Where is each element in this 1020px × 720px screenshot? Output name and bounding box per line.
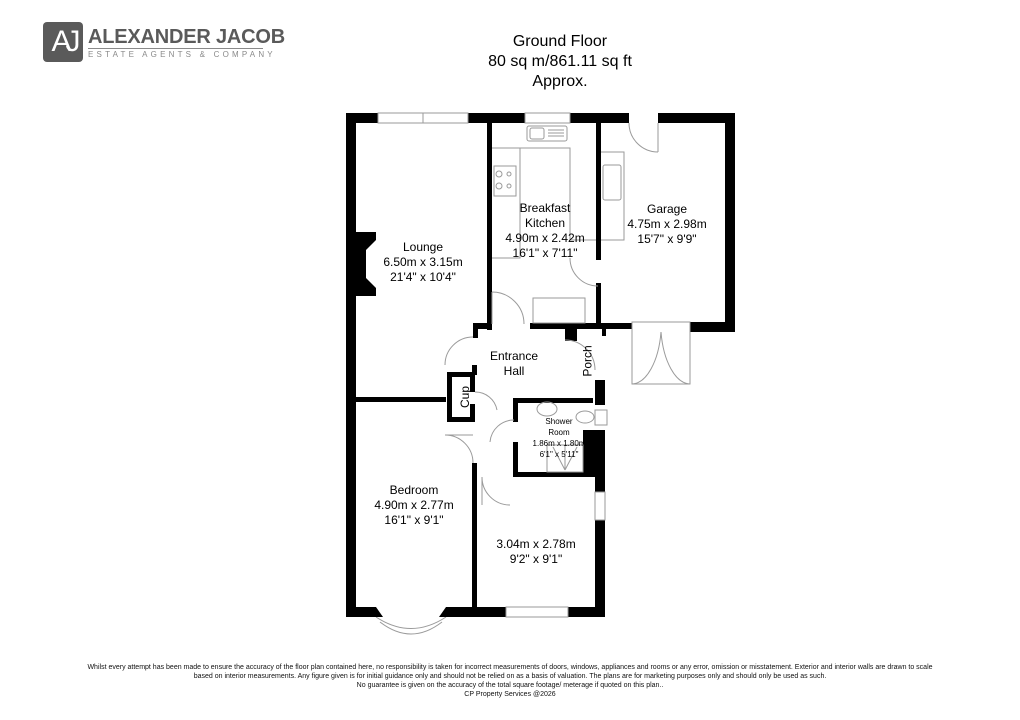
room-metric: 6.50m x 3.15m (383, 255, 463, 269)
room-metric: 1.86m x 1.80m (532, 439, 586, 448)
logo-company-name: ALEXANDER JACOB (88, 26, 286, 48)
disclaimer: Whilst every attempt has been made to en… (40, 663, 980, 699)
floor-name: Ground Floor (512, 33, 608, 50)
room-bedroom-2: 3.04m x 2.78m 9'2" x 9'1" (496, 537, 575, 567)
room-cupboard: Cup (458, 385, 473, 409)
room-name: Garage (646, 202, 688, 216)
disclaimer-line: No guarantee is given on the accuracy of… (356, 682, 664, 689)
fixtures (375, 112, 691, 635)
logo-monogram: AJ (43, 22, 83, 62)
room-porch: Porch (580, 345, 595, 377)
copyright: CP Property Services @2026 (464, 691, 556, 698)
room-shower-room: Shower Room 1.86m x 1.80m 6'1" x 5'11" (533, 416, 586, 460)
room-entrance-hall: Entrance Hall (490, 349, 538, 379)
disclaimer-line: based on interior measurements. Any figu… (193, 673, 827, 680)
room-breakfast-kitchen: Breakfast Kitchen 4.90m x 2.42m 16'1" x … (505, 201, 584, 261)
disclaimer-line: Whilst every attempt has been made to en… (87, 664, 933, 671)
floor-area: 80 sq m/861.11 sq ft (488, 53, 632, 70)
room-lounge: Lounge 6.50m x 3.15m 21'4" x 10'4" (383, 240, 462, 285)
room-name: Bedroom (389, 483, 439, 497)
room-name: Hall (503, 364, 525, 378)
room-name: Shower (545, 417, 573, 426)
room-imperial: 21'4" x 10'4" (390, 270, 456, 284)
logo-tagline: ESTATE AGENTS & COMPANY (88, 50, 276, 59)
room-imperial: 16'1" x 9'1" (384, 513, 444, 527)
approx-label: Approx. (532, 73, 588, 90)
company-logo: AJ ALEXANDER JACOB ESTATE AGENTS & COMPA… (43, 22, 285, 68)
logo-divider (88, 48, 263, 49)
floor-title-block: Ground Floor 80 sq m/861.11 sq ft Approx… (440, 32, 680, 92)
room-name: Entrance (489, 349, 539, 363)
room-name: Breakfast (519, 201, 571, 215)
room-name: Room (548, 428, 570, 437)
room-imperial: 6'1" x 5'11" (539, 450, 579, 459)
room-garage: Garage 4.75m x 2.98m 15'7" x 9'9" (627, 202, 706, 247)
room-name: Kitchen (524, 216, 566, 230)
room-metric: 4.90m x 2.42m (505, 231, 585, 245)
room-imperial: 16'1" x 7'11" (512, 246, 578, 260)
room-metric: 4.75m x 2.98m (627, 217, 707, 231)
walls (346, 113, 735, 617)
room-bedroom: Bedroom 4.90m x 2.77m 16'1" x 9'1" (374, 483, 453, 528)
room-name: Lounge (402, 240, 444, 254)
room-metric: 4.90m x 2.77m (374, 498, 454, 512)
room-imperial: 9'2" x 9'1" (509, 552, 563, 566)
room-imperial: 15'7" x 9'9" (637, 232, 697, 246)
room-metric: 3.04m x 2.78m (496, 537, 576, 551)
